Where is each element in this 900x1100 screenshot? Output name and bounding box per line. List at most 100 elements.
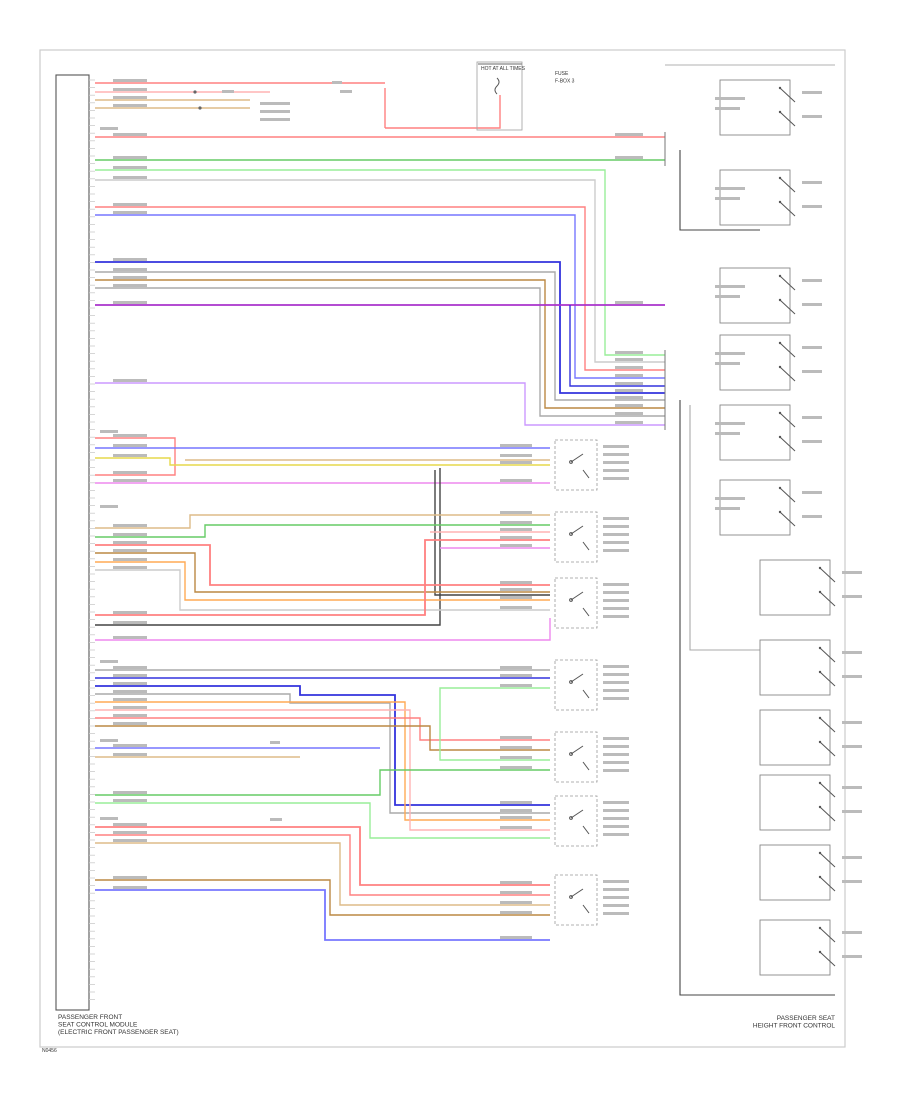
wire-label-mark [113,674,147,677]
sensor-terminal [569,460,573,464]
wire-label-mark [603,469,629,472]
wire-label-mark [113,379,147,382]
component-group [55,61,836,1011]
switch-contact [819,671,836,687]
wire [95,214,665,379]
wire-label-mark [715,422,745,425]
switch-contact [779,436,796,452]
switch-contact [779,275,796,291]
wire [95,685,550,806]
wire-label-mark [842,856,862,859]
wire-label-mark [842,955,862,958]
wire-label-mark [842,880,862,883]
seat-control-caption: HEIGHT FRONT CONTROL [753,1023,835,1030]
wire [95,725,550,751]
switch-contact [819,951,836,967]
wire-label-mark [113,823,147,826]
sensor-contact [570,888,584,898]
sensor-contact [582,904,590,914]
wire-label-mark [615,396,643,399]
wire-label-mark [113,690,147,693]
wire-label-mark [603,477,629,480]
wire-label-mark [603,665,629,668]
wire-label-mark [113,454,147,457]
wire-label-mark [500,746,532,749]
wire-label-mark [113,88,147,91]
wire-label-mark [113,471,147,474]
wire-label-mark [500,479,532,482]
wire-label-mark [113,621,147,624]
switch-terminal [818,875,822,879]
wire-label-mark [222,90,234,93]
switch-block [759,774,831,831]
switch-contact [819,876,836,892]
wire-label-mark [715,432,740,435]
sensor-contact [570,591,584,601]
sensor-component [554,874,598,926]
wire-label-mark [715,197,740,200]
wire-label-mark [270,741,280,744]
wire [95,717,550,741]
wire-label-mark [715,107,740,110]
wire-label-mark [603,549,629,552]
wire-label-mark [500,809,532,812]
control-module-caption: PASSENGER FRONT [58,1014,122,1021]
wire-label-mark [100,739,118,742]
wire [95,524,550,538]
switch-terminal [778,298,782,302]
wire-label-mark [332,81,342,84]
switch-contact [819,647,836,663]
wire [95,544,550,586]
wire [95,879,550,916]
wire-label-mark [113,611,147,614]
wire-label-mark [802,491,822,494]
wire-label-mark [615,351,643,354]
wire-label-mark [802,181,822,184]
wire-label-mark [113,698,147,701]
wire [569,305,665,387]
switch-terminal [818,670,822,674]
wire-label-mark [500,544,532,547]
fuse-label: F-BOX 3 [555,79,575,85]
wire-label-mark [603,541,629,544]
diagram-border [39,49,846,1048]
fuse-label: FUSE [555,71,569,77]
wire [385,95,501,129]
switch-terminal [778,110,782,114]
wire-label-mark [603,825,629,828]
switch-contact [779,87,796,103]
wire-label-mark [615,421,643,424]
switch-terminal [818,926,822,930]
wire-label-mark [615,374,643,377]
wire-label-mark [113,541,147,544]
wire-label-mark [603,583,629,586]
sensor-terminal [569,816,573,820]
wire-label-mark [615,358,643,361]
wire-label-mark [802,91,822,94]
wire-label-mark [500,521,532,524]
sensor-terminal [569,895,573,899]
switch-block [759,559,831,616]
switch-contact [819,717,836,733]
switch-block [759,919,831,976]
fuse-box [476,61,523,131]
wire [95,826,550,886]
wire-label-mark [603,517,629,520]
switch-block [759,709,831,766]
switch-terminal [818,950,822,954]
switch-terminal [778,411,782,415]
wire-label-mark [270,818,282,821]
wire-label-mark [615,412,643,415]
control-module-caption: (ELECTRIC FRONT PASSENGER SEAT) [58,1029,179,1036]
wire-label-mark [100,817,118,820]
wire-label-mark [260,102,290,105]
wire-label-mark [500,826,532,829]
switch-terminal [818,716,822,720]
wire-label-mark [500,816,532,819]
sensor-contact [582,541,590,551]
wire-label-mark [500,454,532,457]
wire-label-mark [113,714,147,717]
wire-label-mark [615,382,643,385]
wire-label-mark [603,809,629,812]
